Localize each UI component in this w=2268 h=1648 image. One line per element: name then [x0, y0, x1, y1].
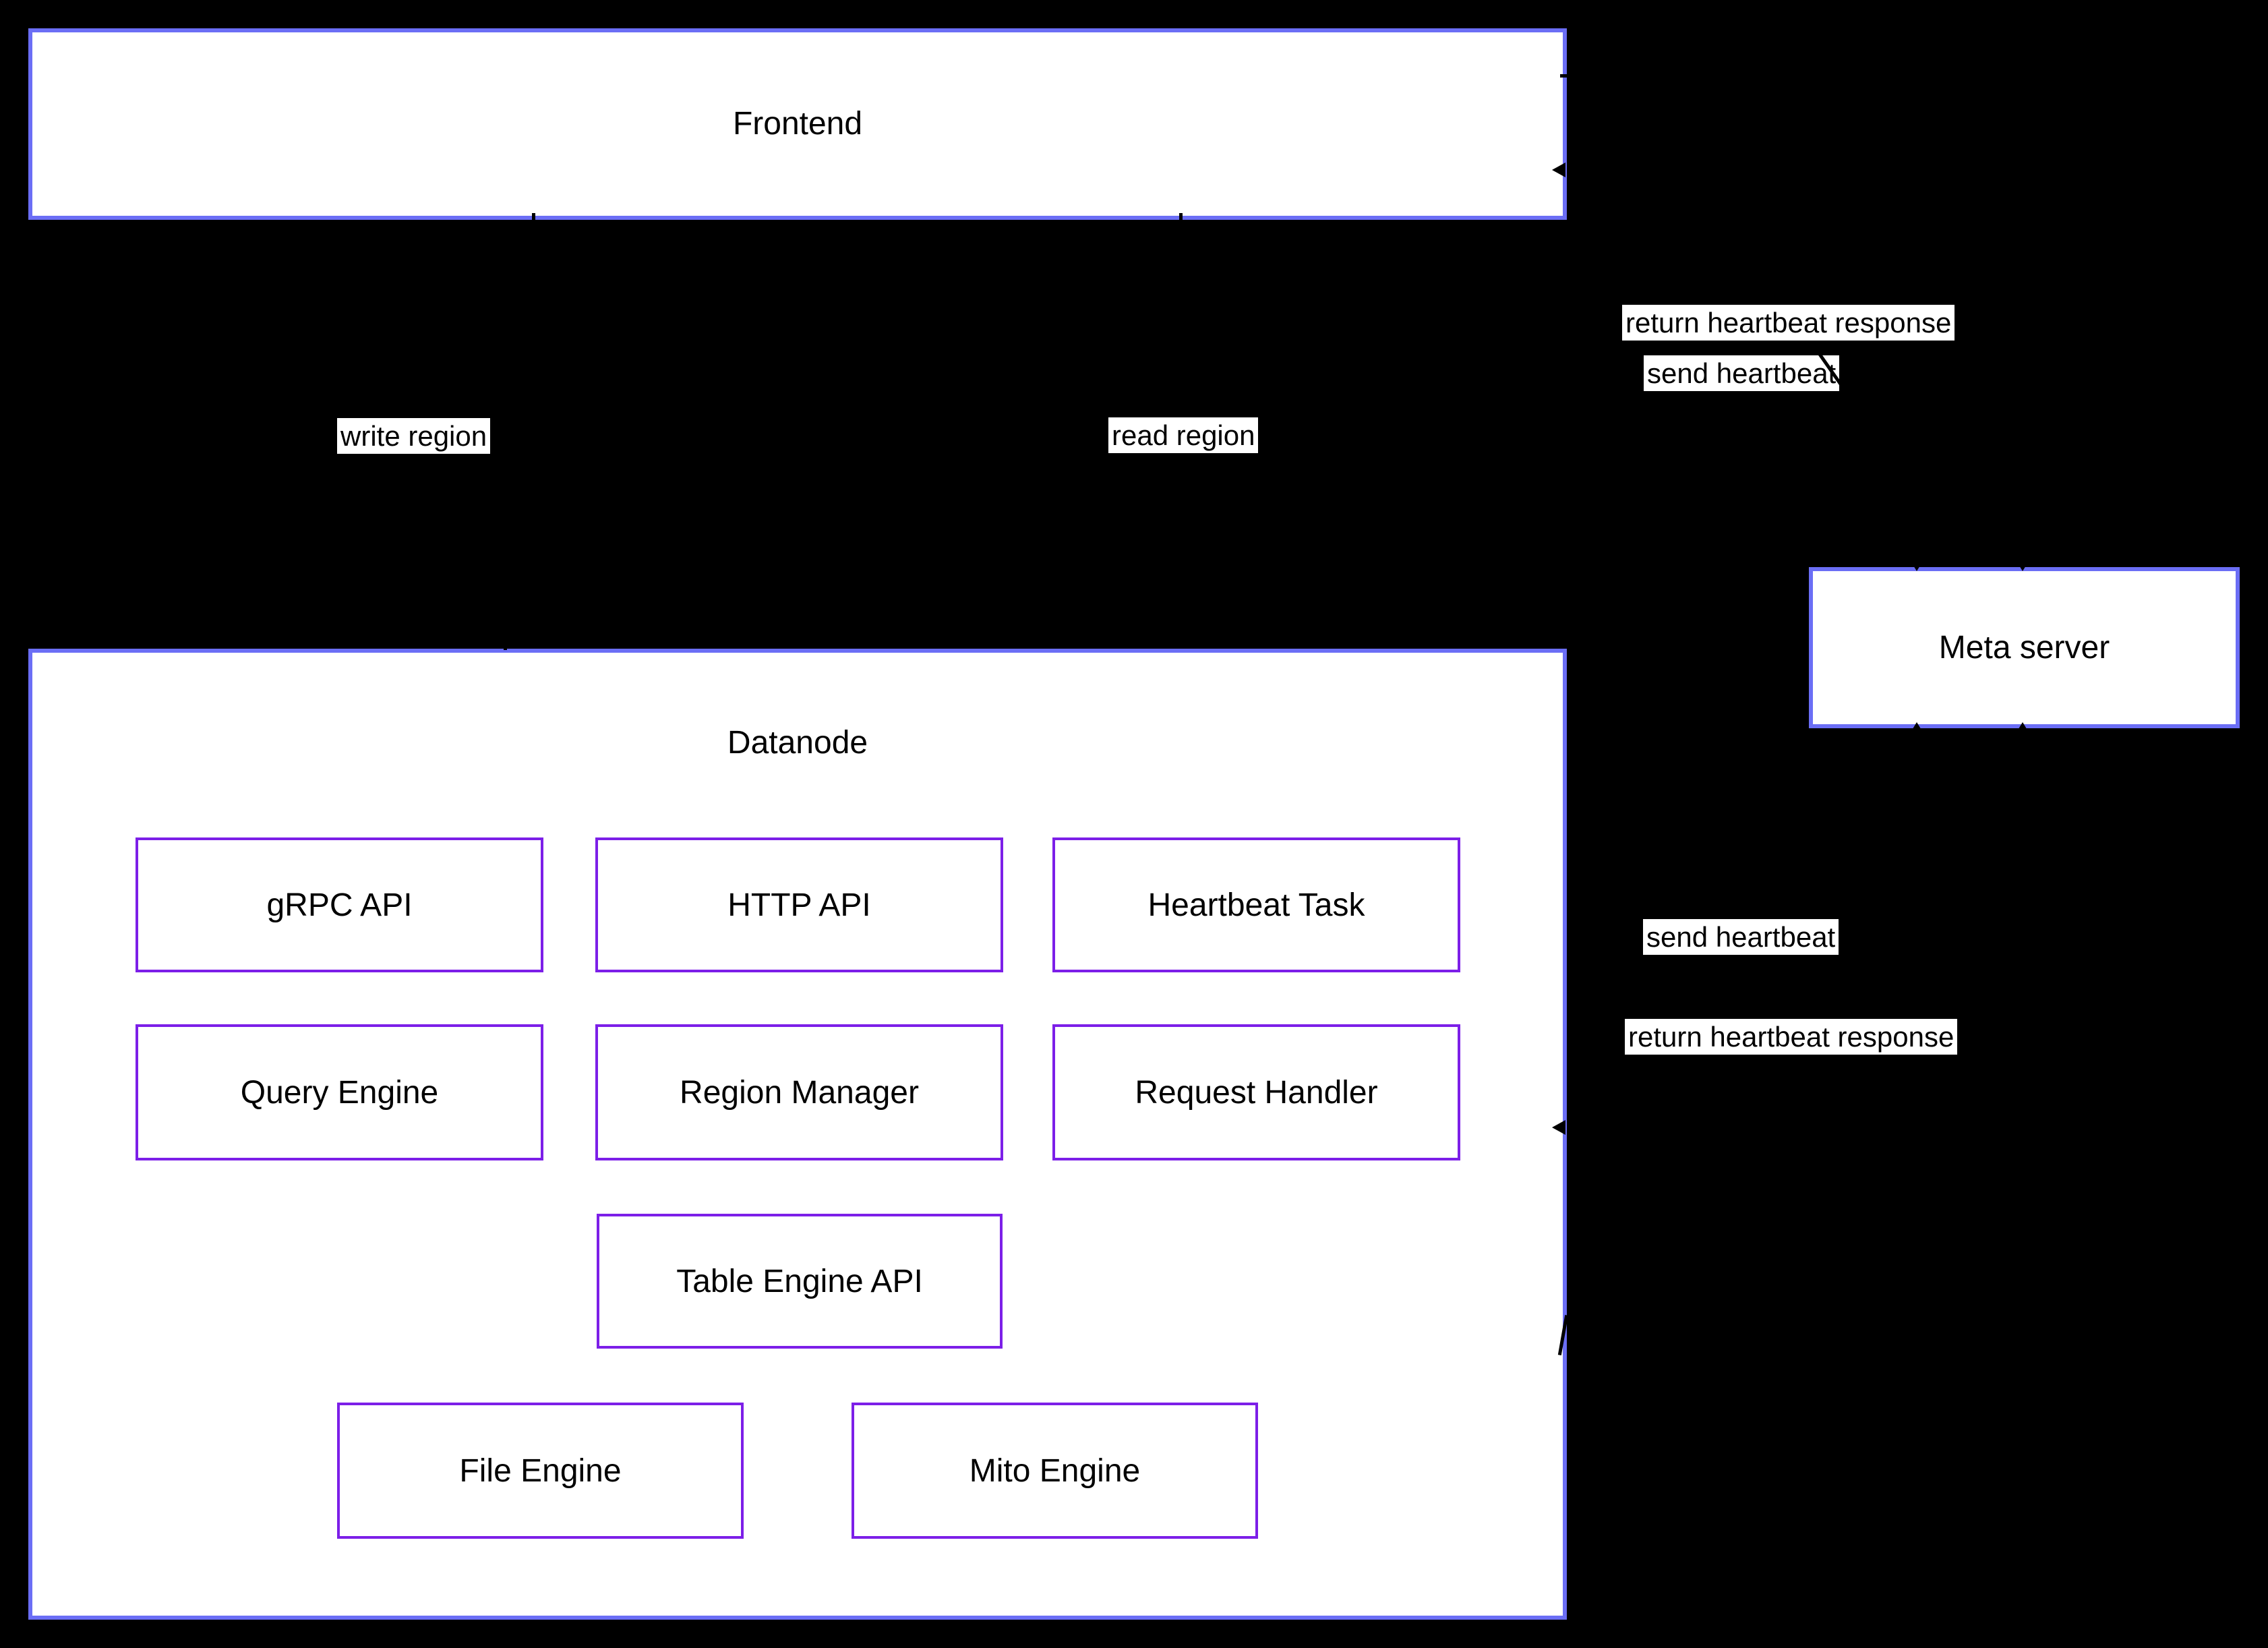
component-heartbeat-task: Heartbeat Task [1052, 837, 1460, 972]
component-grpc-api: gRPC API [136, 837, 543, 972]
frontend-label: Frontend [732, 106, 863, 142]
edge-label-datanode-return-heartbeat-response: return heartbeat response [1625, 1019, 1958, 1055]
meta-top-arrowhead-left-icon [1909, 559, 1924, 571]
write-region-arrowhead-stub [504, 639, 507, 650]
meta-top-arrowhead-right-icon [2015, 559, 2030, 571]
edge-label-write-region: write region [337, 418, 491, 454]
edge-label-read-region: read region [1108, 417, 1259, 453]
table-engine-api-label: Table Engine API [676, 1263, 923, 1299]
meta-server-label: Meta server [1938, 629, 2110, 666]
heartbeat-task-label: Heartbeat Task [1147, 887, 1365, 923]
query-engine-label: Query Engine [240, 1074, 439, 1111]
meta-bottom-arrowhead-right-icon [2015, 722, 2030, 734]
meta-server-node: Meta server [1809, 567, 2240, 728]
request-handler-label: Request Handler [1135, 1074, 1378, 1111]
file-engine-label: File Engine [459, 1452, 622, 1489]
read-region-arrowhead-stub [1179, 637, 1183, 647]
edge-label-frontend-send-heartbeat: send heartbeat [1644, 355, 1840, 391]
region-manager-label: Region Manager [680, 1074, 919, 1111]
http-api-label: HTTP API [727, 887, 871, 923]
datanode-return-arrowhead-icon [1552, 1120, 1565, 1135]
component-region-manager: Region Manager [595, 1024, 1003, 1160]
datanode-title: Datanode [727, 725, 868, 761]
component-query-engine: Query Engine [136, 1024, 543, 1160]
mito-engine-label: Mito Engine [969, 1452, 1141, 1489]
read-region-arrow-stub [1179, 213, 1183, 224]
component-mito-engine: Mito Engine [852, 1403, 1258, 1539]
component-request-handler: Request Handler [1052, 1024, 1460, 1160]
grpc-api-label: gRPC API [266, 887, 413, 923]
edge-label-frontend-return-heartbeat-response: return heartbeat response [1622, 305, 1955, 341]
meta-bottom-arrowhead-left-icon [1909, 722, 1924, 734]
edge-label-datanode-send-heartbeat: send heartbeat [1643, 919, 1839, 955]
frontend-heartbeat-line-fragment [1560, 74, 1570, 78]
component-table-engine-api: Table Engine API [597, 1214, 1003, 1349]
frontend-return-arrowhead-icon [1552, 163, 1565, 177]
component-file-engine: File Engine [337, 1403, 744, 1539]
component-http-api: HTTP API [595, 837, 1003, 972]
write-region-arrow-stub [532, 213, 535, 224]
frontend-node: Frontend [28, 28, 1567, 220]
